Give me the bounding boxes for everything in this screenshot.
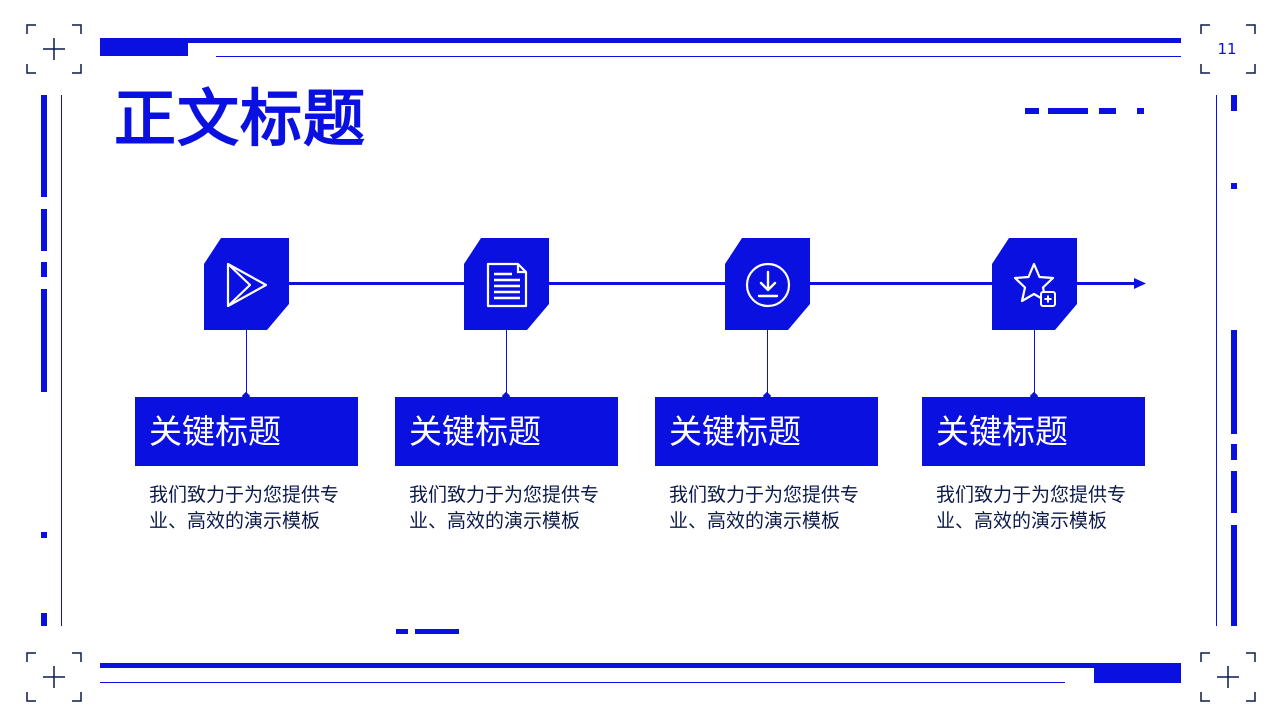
top-thick-bar	[100, 38, 1181, 43]
download-icon	[745, 262, 791, 308]
arrow-head-icon	[1134, 278, 1146, 289]
step-2: 关键标题 我们致力于为您提供专业、高效的演示模板	[395, 238, 619, 568]
connector	[1034, 330, 1035, 397]
step-label: 关键标题	[395, 397, 618, 466]
right-dot	[1231, 183, 1237, 189]
step-description: 我们致力于为您提供专业、高效的演示模板	[149, 484, 340, 532]
page-number: 11	[1217, 40, 1237, 58]
dash-deco-3	[1099, 108, 1116, 114]
step-1: 关键标题 我们致力于为您提供专业、高效的演示模板	[135, 238, 359, 568]
icon-tile	[725, 238, 810, 330]
dash-deco-4	[1137, 108, 1144, 114]
crosshair-icon	[26, 652, 82, 702]
step-3: 关键标题 我们致力于为您提供专业、高效的演示模板	[655, 238, 879, 568]
crop-corner-icon	[1200, 24, 1256, 74]
right-thin-line	[1216, 95, 1217, 626]
dash-deco-5	[396, 629, 408, 634]
connector	[506, 330, 507, 397]
step-description: 我们致力于为您提供专业、高效的演示模板	[936, 484, 1127, 532]
icon-tile	[992, 238, 1077, 330]
left-dash-4	[41, 289, 47, 392]
crosshair-icon	[1200, 652, 1256, 702]
right-dash-2	[1231, 330, 1237, 434]
right-dash-3	[1231, 444, 1237, 460]
step-label: 关键标题	[655, 397, 878, 466]
timeline-line	[289, 282, 1137, 285]
step-label: 关键标题	[135, 397, 358, 466]
step-description: 我们致力于为您提供专业、高效的演示模板	[409, 484, 600, 532]
connector	[767, 330, 768, 397]
bottom-block	[1094, 663, 1181, 683]
right-dash-4	[1231, 471, 1237, 513]
icon-tile	[204, 238, 289, 330]
left-dot	[41, 532, 47, 538]
right-dash-1	[1231, 95, 1237, 111]
top-thin-line	[216, 56, 1181, 57]
dash-deco-6	[415, 629, 459, 634]
star-add-icon	[1013, 262, 1056, 307]
step-description: 我们致力于为您提供专业、高效的演示模板	[669, 484, 860, 532]
icon-tile	[464, 238, 549, 330]
crosshair-icon	[26, 24, 82, 74]
right-dash-5	[1231, 525, 1237, 626]
play-icon	[226, 262, 268, 308]
step-4: 关键标题 我们致力于为您提供专业、高效的演示模板	[922, 238, 1146, 568]
dash-deco-1	[1025, 108, 1039, 114]
left-dash-1	[41, 95, 47, 197]
left-dash-5	[41, 613, 47, 626]
page-title: 正文标题	[114, 82, 367, 155]
left-thin-line	[61, 95, 62, 626]
top-block	[100, 38, 188, 56]
dash-deco-2	[1048, 108, 1088, 114]
connector	[246, 330, 247, 397]
document-icon	[486, 262, 528, 308]
bottom-thick-bar	[100, 663, 1181, 668]
step-label: 关键标题	[922, 397, 1145, 466]
bottom-thin-line	[100, 682, 1065, 683]
left-dash-3	[41, 262, 47, 277]
left-dash-2	[41, 209, 47, 251]
